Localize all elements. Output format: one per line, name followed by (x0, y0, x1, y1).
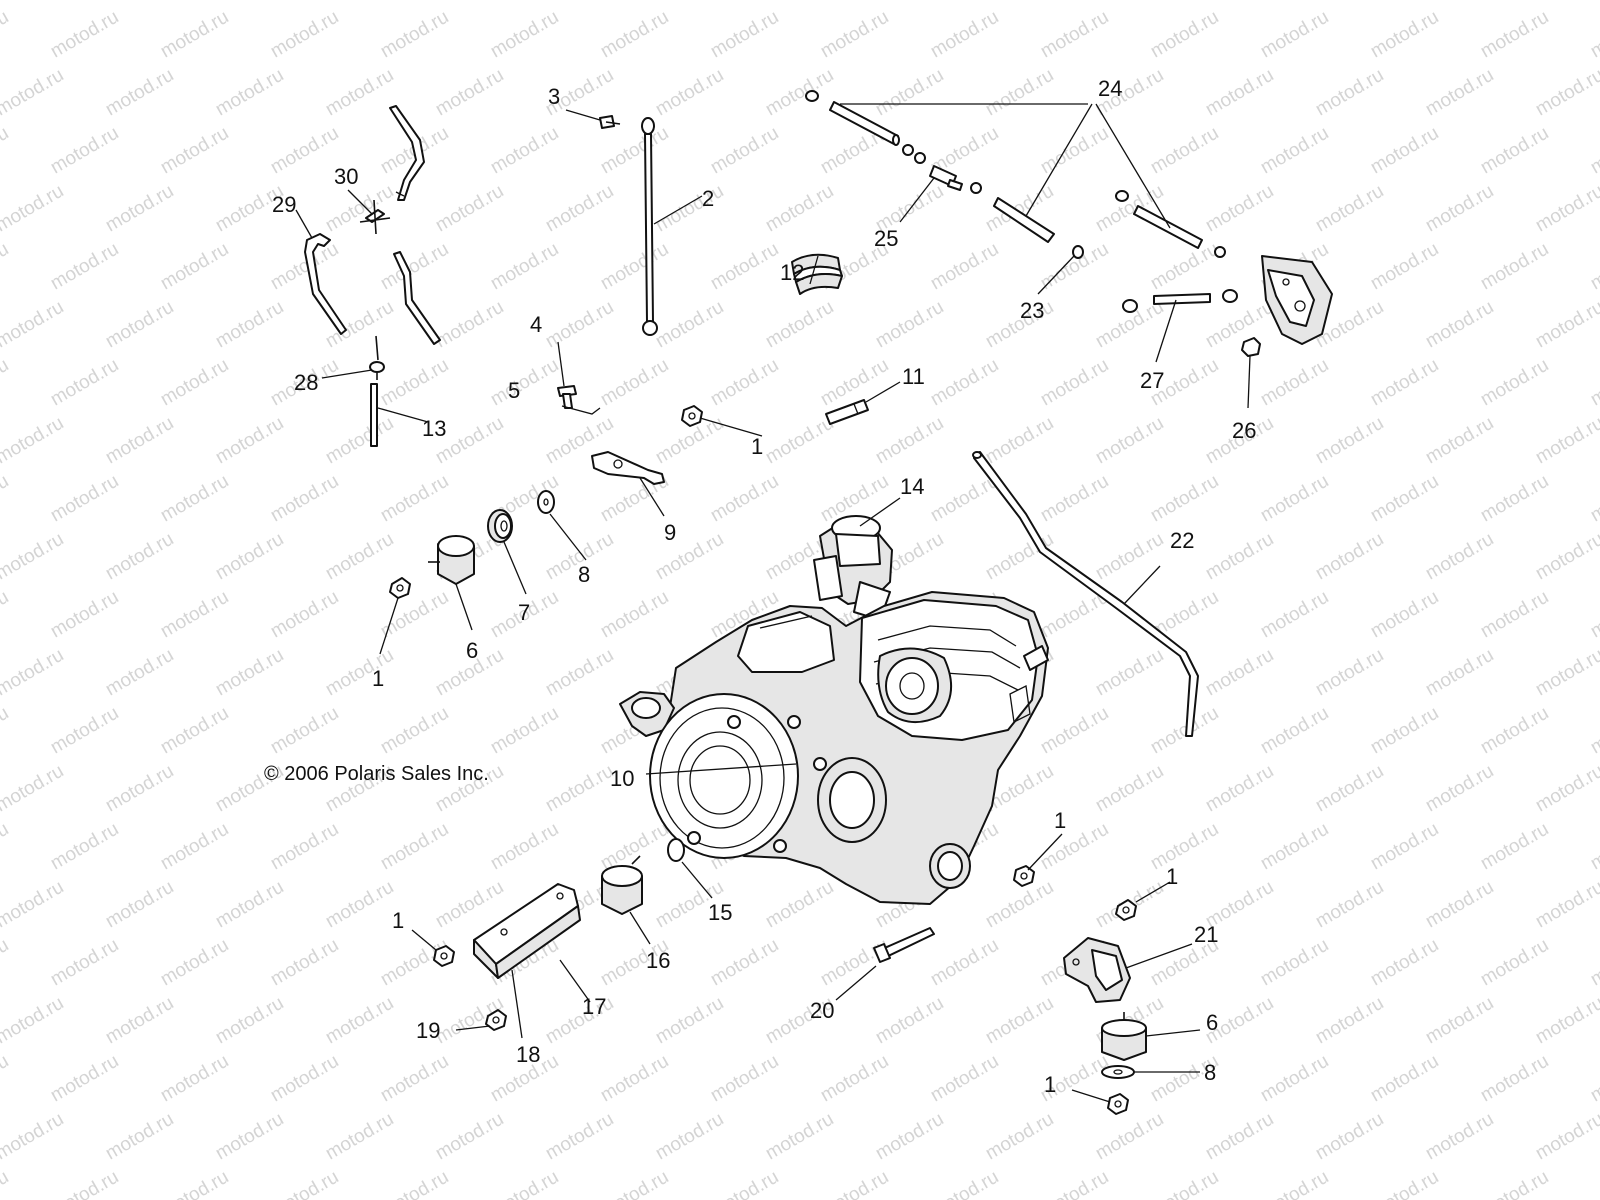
part-wire-5 (561, 405, 601, 415)
copyright-notice: © 2006 Polaris Sales Inc. (264, 763, 489, 785)
callout-8b: 8 (1204, 1060, 1216, 1085)
part-bracket-9 (591, 451, 665, 485)
callout-29: 29 (272, 192, 296, 217)
callout-16: 16 (646, 948, 670, 973)
callout-8a: 8 (578, 562, 590, 587)
part-rod-22 (972, 451, 1199, 737)
part-nut-mid-right (1013, 865, 1035, 887)
callout-26: 26 (1232, 418, 1256, 443)
engine-assembly-10 (619, 591, 1049, 905)
callout-27: 27 (1140, 368, 1164, 393)
part-bracket-21 (1063, 937, 1131, 1003)
part-tube-24c (1133, 205, 1203, 249)
callout-20: 20 (810, 998, 834, 1023)
callout-9: 9 (664, 520, 676, 545)
callout-labels: 1 1 1 1 1 1 1 2 3 4 5 6 6 7 8 8 9 10 11 … (272, 76, 1256, 1097)
callout-21: 21 (1194, 922, 1218, 947)
part-housing-block (1261, 255, 1333, 345)
part-washer-8-upper (537, 490, 555, 514)
callout-2: 2 (702, 186, 714, 211)
callout-25: 25 (874, 226, 898, 251)
callout-24: 24 (1098, 76, 1122, 101)
callout-15: 15 (708, 900, 732, 925)
part-tube-24b (993, 197, 1055, 243)
part-breather-hose-29 (304, 233, 347, 335)
part-nut-right (1115, 899, 1137, 921)
part-fitting-a (805, 90, 819, 102)
part-fitting-c (914, 152, 926, 164)
callout-28: 28 (294, 370, 318, 395)
part-check-valve-28 (369, 335, 385, 380)
part-hose-13 (370, 383, 378, 447)
callout-1f: 1 (1044, 1072, 1056, 1097)
part-breather-hose-lower (393, 251, 441, 345)
part-clamp-11 (825, 399, 869, 425)
callout-22: 22 (1170, 528, 1194, 553)
callout-19: 19 (416, 1018, 440, 1043)
callout-14: 14 (900, 474, 924, 499)
part-tube-24a (829, 101, 900, 146)
callout-23: 23 (1020, 298, 1044, 323)
part-fitting-b (902, 144, 914, 156)
callout-1b: 1 (372, 666, 384, 691)
part-mount-6-lower (1101, 1012, 1147, 1061)
callout-4: 4 (530, 312, 542, 337)
part-mount-6-upper (428, 535, 475, 585)
callout-18: 18 (516, 1042, 540, 1067)
part-plate-17 (473, 883, 581, 979)
callout-11: 11 (902, 364, 925, 389)
part-washer-8-lower (1101, 1065, 1135, 1079)
part-nut-left (389, 577, 411, 599)
callout-7: 7 (518, 600, 530, 625)
part-fitting-e (1115, 190, 1129, 202)
part-carburetor-14 (813, 515, 893, 621)
callout-1d: 1 (392, 908, 404, 933)
callout-1c: 1 (1054, 808, 1066, 833)
part-tee-fitting-30 (359, 199, 391, 235)
part-mount-16 (601, 855, 643, 915)
part-fitting-23 (1072, 245, 1084, 259)
part-tube-27 (1153, 293, 1211, 305)
part-bolt-20 (873, 927, 935, 963)
part-washer-15 (667, 838, 685, 862)
parts-layer (304, 90, 1333, 1115)
callout-17: 17 (582, 994, 606, 1019)
part-nut-bottom (1107, 1093, 1129, 1115)
part-bolt-3 (599, 115, 621, 129)
part-nut-26 (1241, 337, 1261, 357)
part-fitting-d (970, 182, 982, 194)
part-bushing-7 (487, 509, 513, 543)
callout-30: 30 (334, 164, 358, 189)
part-breather-hose-upper (389, 105, 425, 201)
part-nut-upper (681, 405, 703, 427)
part-ground-strap-2 (641, 117, 658, 336)
callout-5: 5 (508, 378, 520, 403)
callout-12: 12 (780, 260, 804, 285)
part-fitting-g (1122, 299, 1138, 313)
callout-1e: 1 (1166, 864, 1178, 889)
part-nut-lower-left (433, 945, 455, 967)
part-fitting-h (1222, 289, 1238, 303)
callout-6a: 6 (466, 638, 478, 663)
part-nut-19 (485, 1009, 507, 1031)
callout-1a: 1 (751, 434, 763, 459)
leader-lines (295, 103, 1251, 1103)
callout-3: 3 (548, 84, 560, 109)
callout-13: 13 (422, 416, 446, 441)
part-tee-25 (929, 165, 963, 191)
callout-6b: 6 (1206, 1010, 1218, 1035)
callout-10: 10 (610, 766, 634, 791)
part-fitting-f (1214, 246, 1226, 258)
